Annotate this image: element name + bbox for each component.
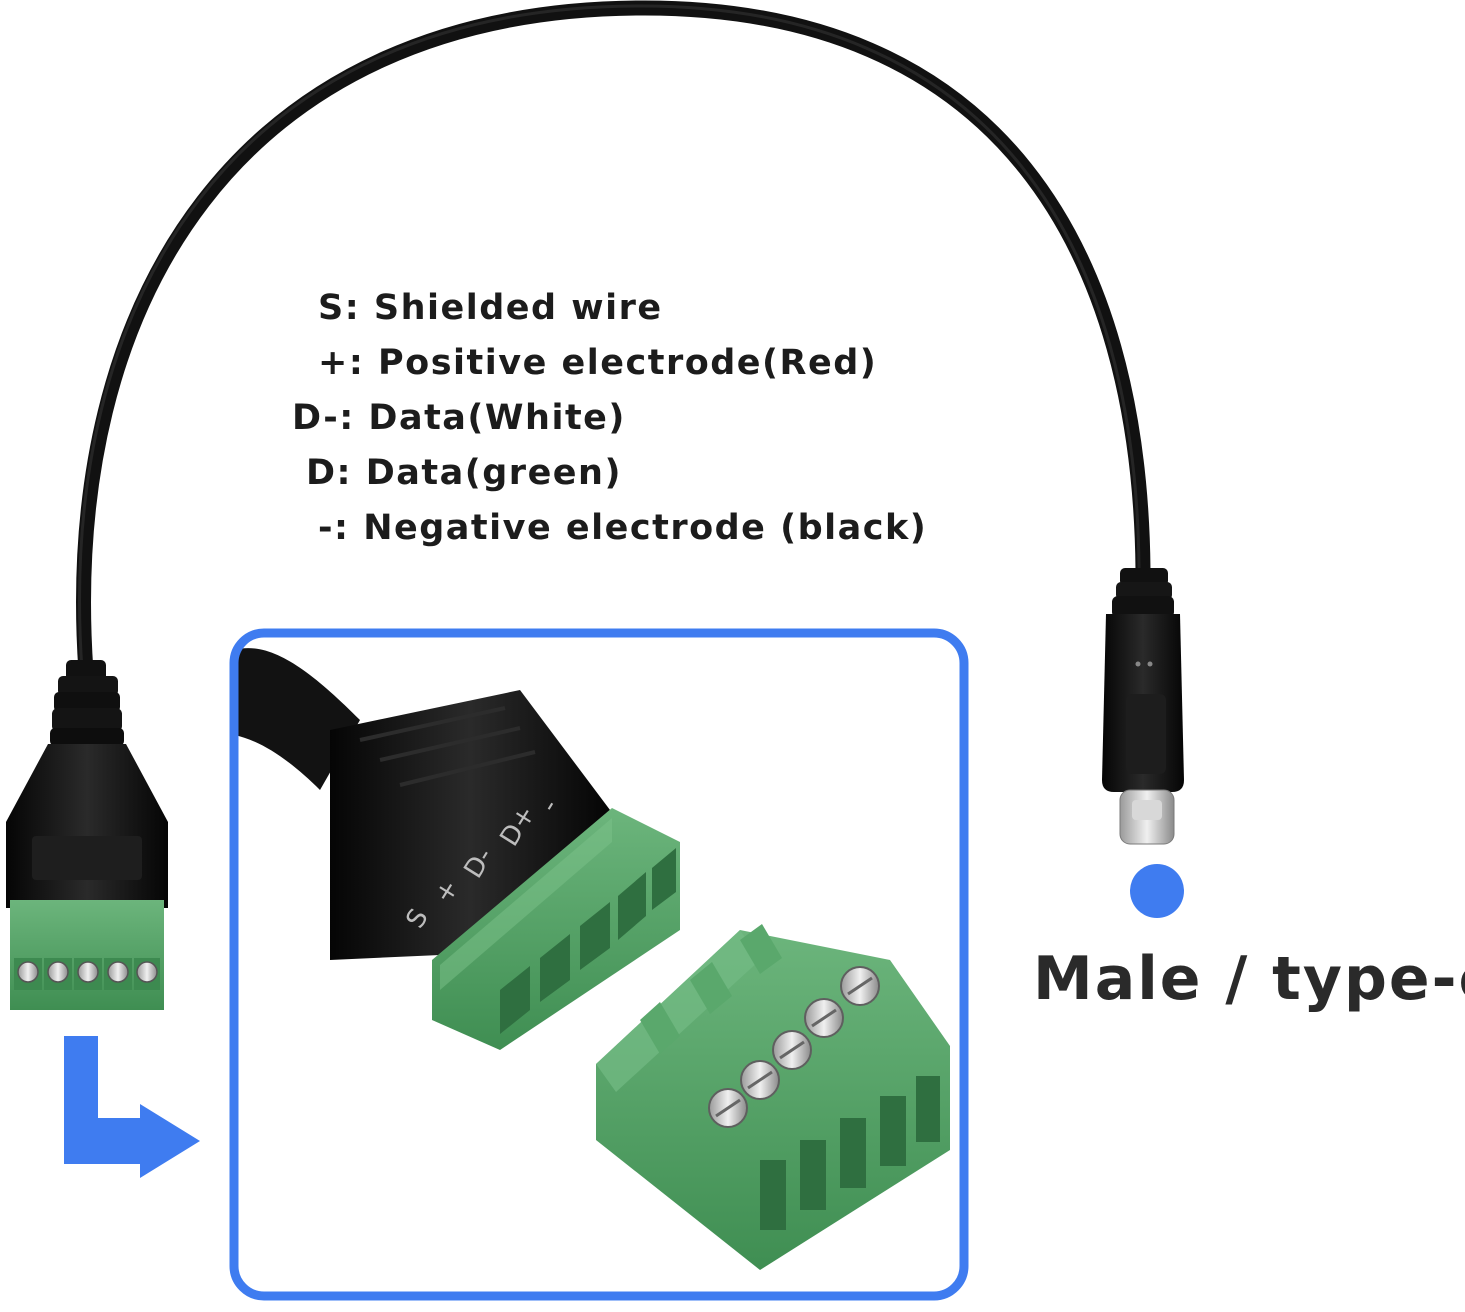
plug-screws (708, 966, 880, 1128)
terminal-screws (14, 958, 160, 990)
connector-type-label: Male / type-c (1033, 944, 1465, 1014)
detail-inset: S + D- D+ - (229, 628, 969, 1301)
legend-line-data-minus: D-: Data(White) (292, 398, 626, 438)
pointer-arrow-icon (64, 1036, 200, 1178)
indicator-dot-icon (1130, 864, 1184, 918)
legend-line-negative: -: Negative electrode (black) (318, 508, 928, 548)
legend-line-data: D: Data(green) (306, 453, 622, 493)
legend-line-shield: S: Shielded wire (318, 288, 663, 328)
usb-cable (76, 0, 1151, 680)
usb-type-c-plug (1102, 568, 1184, 845)
terminal-block-connector (6, 660, 168, 1010)
legend-line-positive: +: Positive electrode(Red) (318, 343, 878, 383)
